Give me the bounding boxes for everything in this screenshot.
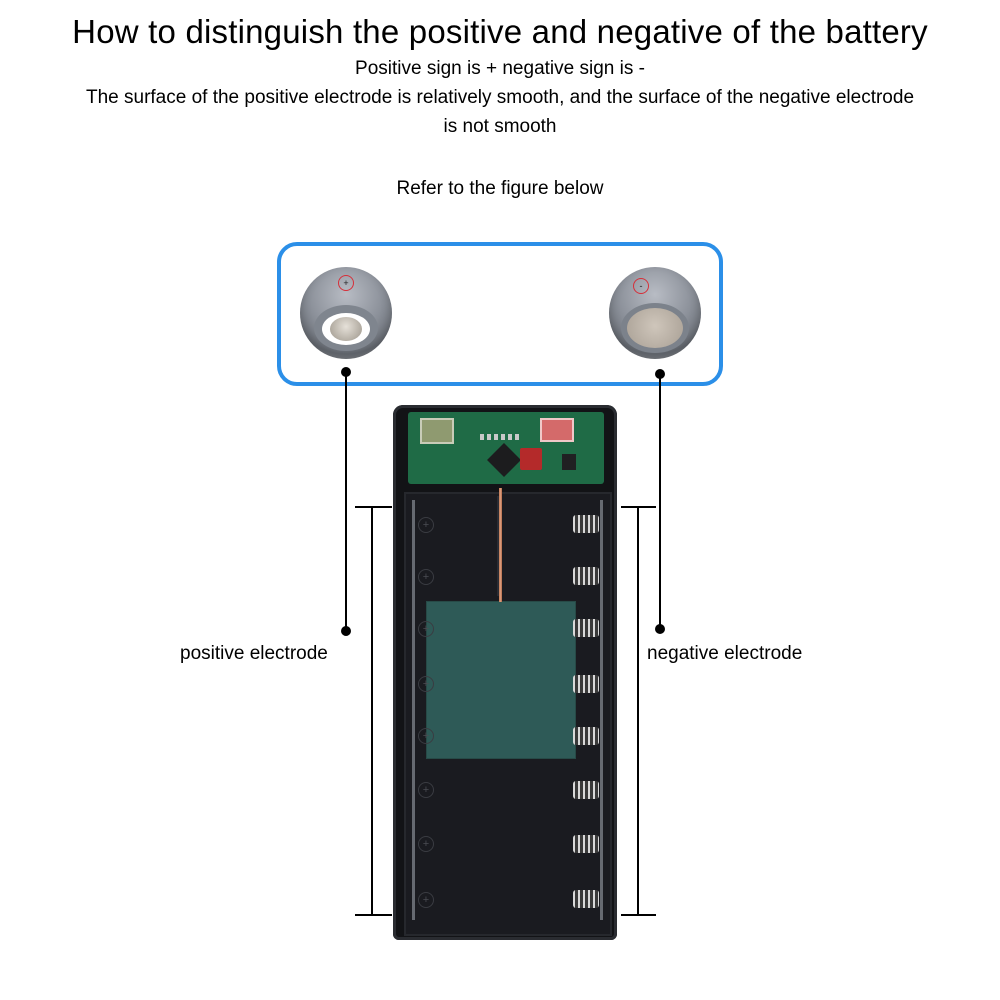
- positive-leader-bottom-dot: [341, 626, 351, 636]
- negative-bracket-bottom: [621, 914, 656, 916]
- plus-contact-icon: +: [418, 728, 434, 744]
- negative-contact-rail: [600, 500, 603, 920]
- ic-chip: [562, 454, 576, 470]
- insulation-pad: [426, 601, 576, 759]
- negative-terminal-plate: [627, 308, 683, 348]
- plus-contact-icon: +: [418, 569, 434, 585]
- tray-divider: [497, 496, 499, 596]
- usb-a-port-icon: [420, 418, 454, 444]
- plus-contact-icon: +: [418, 517, 434, 533]
- spring-contact-icon: [573, 835, 599, 853]
- capacitor: [520, 448, 542, 470]
- page-title: How to distinguish the positive and nega…: [72, 13, 928, 50]
- negative-leader-bottom-dot: [655, 624, 665, 634]
- spring-contact-icon: [573, 619, 599, 637]
- battery-callout-box: [277, 242, 723, 386]
- positive-contact-rail: [412, 500, 415, 920]
- spring-contact-icon: [573, 567, 599, 585]
- positive-bracket-bottom: [355, 914, 392, 916]
- positive-leader-line: [345, 372, 347, 632]
- plus-contact-icon: +: [418, 836, 434, 852]
- plus-contact-icon: +: [418, 892, 434, 908]
- refer-note: Refer to the figure below: [396, 178, 604, 199]
- circuit-board: [408, 412, 604, 484]
- subtitle-surface-rule-cont: is not smooth: [443, 116, 557, 137]
- positive-sign-marker: +: [338, 275, 354, 291]
- usb-port-icon: [540, 418, 574, 442]
- subtitle-sign-rule: Positive sign is + negative sign is -: [355, 58, 645, 79]
- positive-terminal-button: [330, 317, 362, 341]
- spring-contact-icon: [573, 515, 599, 533]
- plus-contact-icon: +: [418, 676, 434, 692]
- header-pins: [480, 434, 520, 440]
- spring-contact-icon: [573, 675, 599, 693]
- negative-sign-marker: -: [633, 278, 649, 294]
- spring-contact-icon: [573, 890, 599, 908]
- positive-electrode-label: positive electrode: [180, 643, 328, 664]
- negative-bracket-spine: [637, 506, 639, 916]
- copper-wire: [499, 488, 502, 602]
- positive-bracket-spine: [371, 506, 373, 916]
- battery-positive-terminal-icon: +: [300, 267, 392, 359]
- negative-leader-line: [659, 374, 661, 630]
- controller-chip: [487, 443, 521, 477]
- plus-contact-icon: +: [418, 782, 434, 798]
- spring-contact-icon: [573, 781, 599, 799]
- subtitle-surface-rule: The surface of the positive electrode is…: [85, 87, 915, 108]
- battery-negative-terminal-icon: -: [609, 267, 701, 359]
- spring-contact-icon: [573, 727, 599, 745]
- plus-contact-icon: +: [418, 621, 434, 637]
- positive-bracket-top: [355, 506, 392, 508]
- negative-electrode-label: negative electrode: [647, 643, 803, 664]
